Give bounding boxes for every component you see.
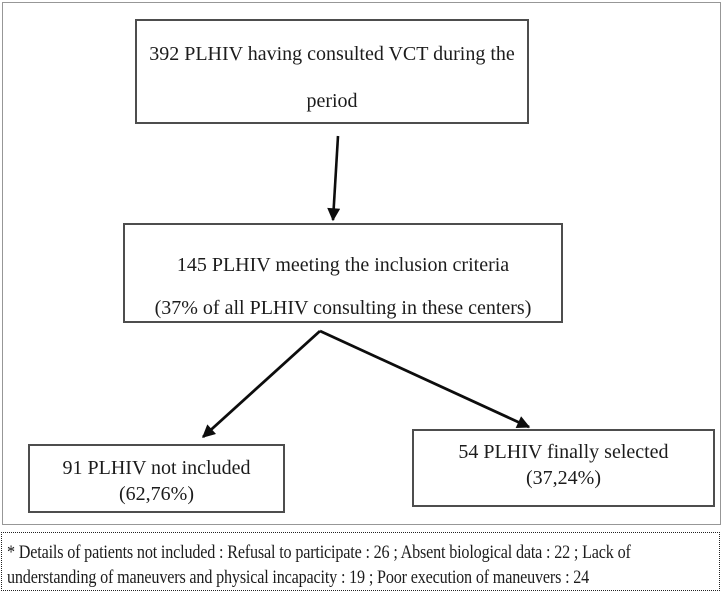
box-finally-selected-line1: 54 PLHIV finally selected [458, 441, 669, 463]
box-plhiv-consulted: 392 PLHIV having consulted VCT during th… [135, 19, 529, 124]
footnote-line2: understanding of maneuvers and physical … [7, 567, 590, 588]
box-not-included: 91 PLHIV not included (62,76%) [28, 444, 285, 513]
footnote-line1: * Details of patients not included : Ref… [7, 542, 631, 563]
box-inclusion-criteria-line1: 145 PLHIV meeting the inclusion criteria [176, 254, 510, 276]
box-finally-selected-line2: (37,24%) [526, 467, 601, 489]
diagram-frame [2, 2, 721, 525]
box-plhiv-consulted-line2: period [306, 90, 358, 112]
box-inclusion-criteria-line2: (37% of all PLHIV consulting in these ce… [154, 297, 532, 319]
box-inclusion-criteria: 145 PLHIV meeting the inclusion criteria… [123, 223, 563, 323]
box-finally-selected: 54 PLHIV finally selected (37,24%) [412, 429, 715, 507]
box-not-included-line2: (62,76%) [119, 483, 194, 505]
footnote-box: * Details of patients not included : Ref… [1, 532, 720, 591]
box-not-included-line1: 91 PLHIV not included [62, 457, 251, 479]
box-plhiv-consulted-line1: 392 PLHIV having consulted VCT during th… [149, 43, 515, 65]
